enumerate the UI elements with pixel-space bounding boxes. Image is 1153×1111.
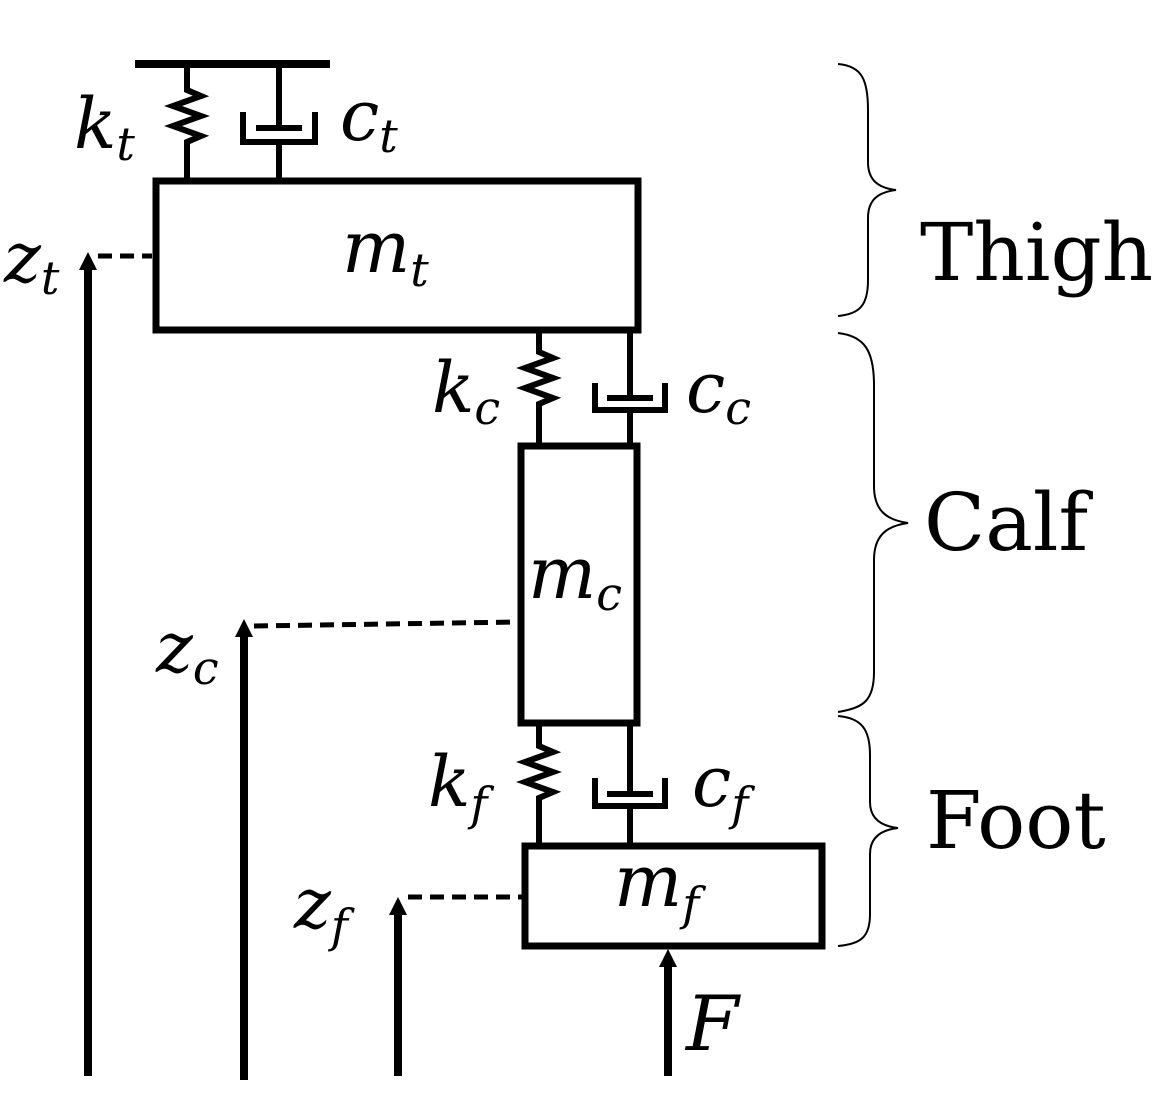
displacement-label-calf: zc bbox=[155, 607, 219, 695]
displacement-arrow-foot bbox=[389, 894, 522, 1076]
thigh-mass-block bbox=[152, 177, 642, 334]
displacement-arrow-calf bbox=[235, 619, 518, 1080]
calf-damper bbox=[592, 333, 668, 446]
spring-label-foot: kf bbox=[428, 741, 494, 831]
segment-label-thigh: Thigh bbox=[920, 206, 1153, 299]
foot-spring bbox=[516, 726, 562, 846]
segment-label-foot: Foot bbox=[926, 774, 1106, 867]
force-arrow bbox=[659, 949, 677, 1076]
damper-label-thigh: ct bbox=[340, 75, 398, 163]
damper-label-calf: cc bbox=[686, 347, 751, 435]
brace-foot bbox=[837, 715, 899, 947]
displacement-label-thigh: zt bbox=[3, 217, 60, 305]
calf-spring bbox=[516, 333, 562, 446]
foot-damper bbox=[592, 726, 668, 846]
force-label: F bbox=[684, 979, 741, 1068]
mass-label-thigh: mt bbox=[342, 205, 429, 297]
segment-label-calf: Calf bbox=[924, 476, 1093, 569]
foot-mass-block bbox=[521, 842, 826, 950]
spring-label-thigh: kt bbox=[74, 83, 135, 171]
thigh-spring bbox=[164, 64, 210, 180]
mass-label-calf: mc bbox=[528, 531, 622, 621]
thigh-damper bbox=[240, 64, 318, 180]
displacement-label-foot: zf bbox=[293, 863, 355, 953]
brace-calf bbox=[837, 332, 909, 713]
displacement-arrow-thigh bbox=[79, 252, 152, 1076]
spring-label-calf: kc bbox=[432, 347, 500, 435]
calf-mass-block bbox=[517, 442, 641, 727]
brace-thigh bbox=[837, 63, 897, 317]
damper-label-foot: cf bbox=[692, 741, 755, 831]
